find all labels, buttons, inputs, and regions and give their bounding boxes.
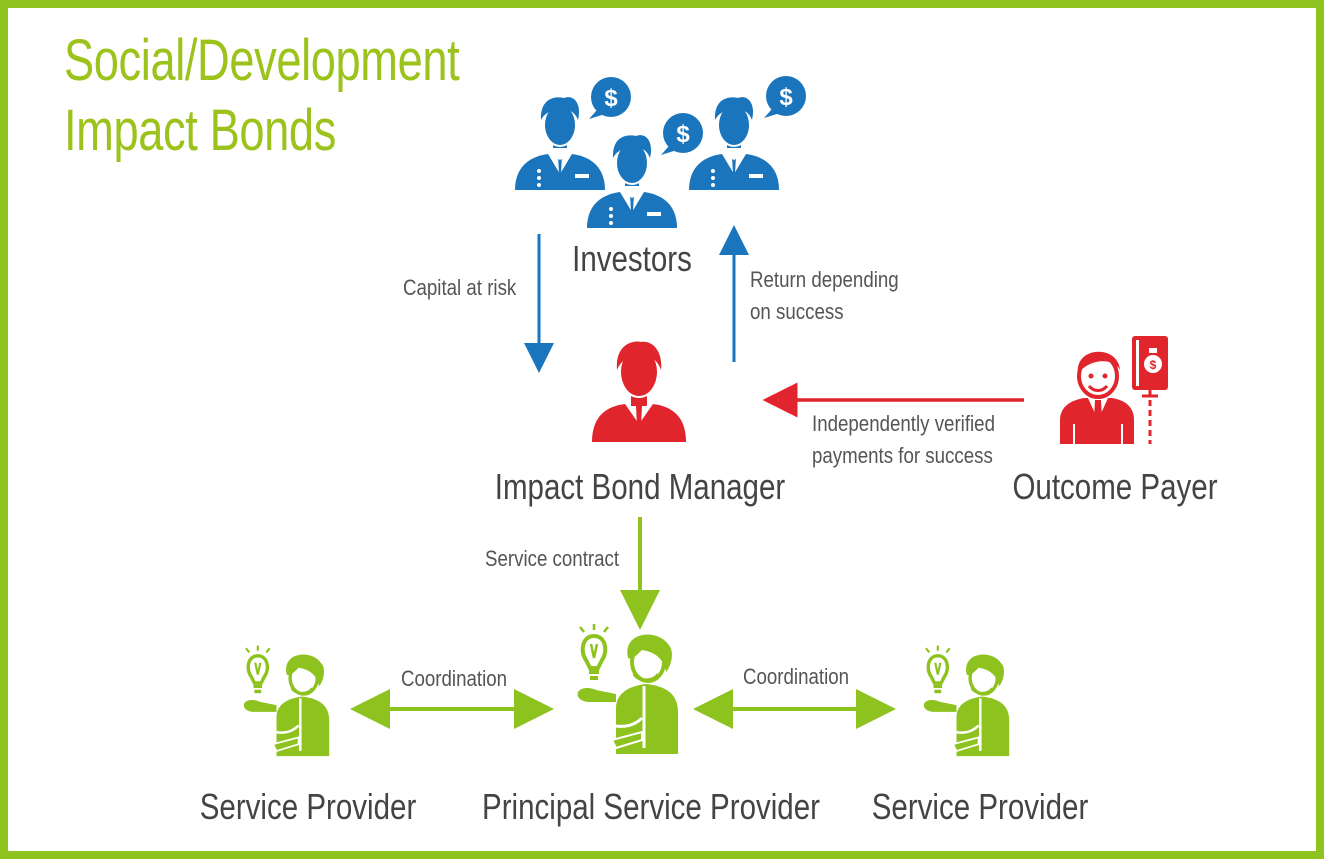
return-label-line-2: on success	[750, 299, 844, 324]
manager-label: Impact Bond Manager	[494, 466, 786, 507]
investors-label: Investors	[572, 238, 692, 279]
dollar-sign-2: $	[676, 121, 690, 148]
outcome-payer-icon: $	[1060, 336, 1168, 444]
investors-icon: $ $ $	[515, 76, 806, 228]
manager-icon	[592, 341, 686, 442]
service-provider-right-label: Service Provider	[871, 786, 1089, 827]
principal-provider-icon	[575, 622, 680, 756]
diagram-title: Social/Development Impact Bonds	[64, 26, 460, 166]
dollar-bubble-icon-1: $	[589, 77, 631, 119]
coordination-left-label: Coordination	[401, 666, 508, 691]
payer-card-dollar: $	[1150, 358, 1157, 372]
return-label-line-1: Return depending	[750, 267, 899, 292]
service-provider-left-label: Service Provider	[199, 786, 417, 827]
payments-label-line-2: payments for success	[812, 443, 993, 468]
dollar-bubble-icon-3: $	[764, 76, 806, 118]
payments-label: Independently verified payments for succ…	[812, 408, 995, 472]
title-line-1: Social/Development	[64, 28, 460, 93]
dollar-sign-3: $	[779, 84, 793, 111]
service-contract-label: Service contract	[485, 546, 620, 571]
capital-label: Capital at risk	[403, 275, 517, 300]
payments-label-line-1: Independently verified	[812, 411, 995, 436]
title-line-2: Impact Bonds	[64, 98, 336, 163]
coordination-right-label: Coordination	[743, 664, 850, 689]
service-provider-right-icon	[922, 643, 1011, 758]
dollar-bubble-icon-2: $	[661, 113, 703, 155]
principal-provider-label: Principal Service Provider	[482, 786, 820, 827]
dollar-sign-1: $	[604, 85, 618, 112]
outcome-payer-label: Outcome Payer	[1012, 466, 1218, 507]
service-provider-left-icon	[242, 643, 331, 758]
return-label: Return depending on success	[750, 264, 899, 328]
